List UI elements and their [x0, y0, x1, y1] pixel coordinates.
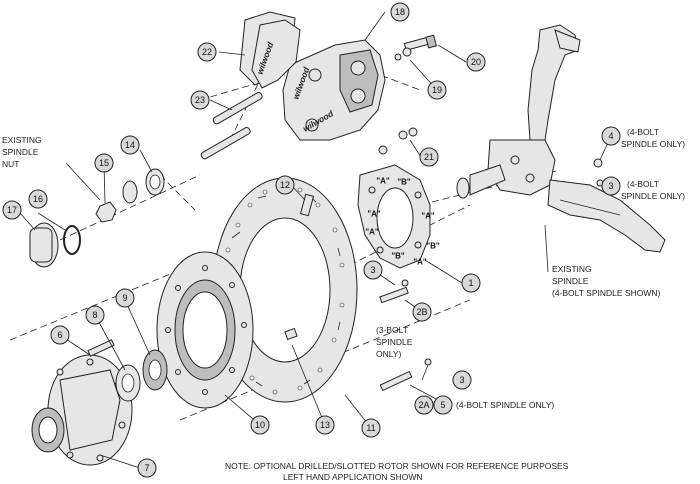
- label-four-bolt-spindle-a: (4-BOLT SPINDLE ONLY): [621, 127, 685, 149]
- svg-text:4: 4: [608, 131, 613, 141]
- svg-text:EXISTING: EXISTING: [552, 264, 592, 274]
- pad-retainer-clips: [200, 92, 263, 160]
- bracket-mark-a-1: "A": [376, 177, 390, 186]
- note-line-2: LEFT HAND APPLICATION SHOWN: [283, 472, 423, 482]
- callout-10: 10: [250, 415, 270, 435]
- brake-pads: wilwood: [239, 11, 301, 89]
- callout-11: 11: [361, 418, 381, 438]
- bracket-bolts: [284, 158, 604, 392]
- rotor-hat: [156, 251, 254, 409]
- bracket-mark-a-2: "A": [421, 212, 435, 221]
- svg-text:SPINDLE: SPINDLE: [552, 276, 589, 286]
- svg-text:7: 7: [144, 463, 149, 473]
- callout-15: 15: [94, 153, 114, 173]
- bracket-mark-a-3: "A": [367, 210, 381, 219]
- caliper-bolts: [378, 34, 438, 155]
- svg-text:2B: 2B: [416, 307, 427, 317]
- svg-text:(3-BOLT: (3-BOLT: [376, 325, 408, 335]
- callout-2a: 2A: [414, 395, 434, 415]
- hub-bearings: [87, 339, 168, 402]
- callout-18: 18: [390, 2, 410, 22]
- callout-1: 1: [461, 273, 481, 293]
- existing-spindle: [456, 24, 666, 253]
- callout-12: 12: [275, 175, 295, 195]
- bracket-mark-a-4: "A": [365, 228, 379, 237]
- callout-9: 9: [115, 288, 135, 308]
- callout-3-mid: 3: [363, 260, 383, 280]
- svg-text:8: 8: [92, 310, 97, 320]
- callout-2b: 2B: [412, 302, 432, 322]
- caliper-bracket: "A" "B" "A" "A" "A" "B" "B" "A": [357, 164, 440, 269]
- svg-text:11: 11: [366, 423, 375, 433]
- callout-19: 19: [427, 80, 447, 100]
- svg-text:EXISTING: EXISTING: [2, 135, 42, 145]
- svg-text:23: 23: [195, 95, 205, 105]
- svg-text:6: 6: [57, 330, 62, 340]
- callout-21: 21: [419, 147, 439, 167]
- svg-text:10: 10: [255, 420, 265, 430]
- bracket-mark-a-5: "A": [413, 258, 427, 267]
- callout-14: 14: [120, 135, 140, 155]
- svg-text:SPINDLE ONLY): SPINDLE ONLY): [621, 191, 685, 201]
- callout-3-low: 3: [452, 370, 472, 390]
- svg-text:16: 16: [33, 194, 43, 204]
- bracket-mark-b-2: "B": [426, 242, 440, 251]
- callout-6: 6: [50, 325, 70, 345]
- svg-text:(4-BOLT SPINDLE SHOWN): (4-BOLT SPINDLE SHOWN): [552, 288, 660, 298]
- bracket-mark-b-3: "B": [391, 252, 405, 261]
- callout-7: 7: [137, 458, 157, 478]
- svg-text:(4-BOLT: (4-BOLT: [627, 179, 659, 189]
- label-four-bolt-spindle-b: (4-BOLT SPINDLE ONLY): [621, 179, 685, 201]
- svg-text:3: 3: [608, 181, 613, 191]
- svg-text:SPINDLE ONLY): SPINDLE ONLY): [621, 139, 685, 149]
- svg-text:ONLY): ONLY): [376, 349, 402, 359]
- svg-text:SPINDLE: SPINDLE: [2, 147, 39, 157]
- callout-3-top: 3: [601, 176, 621, 196]
- label-three-bolt-spindle: (3-BOLT SPINDLE ONLY): [376, 325, 413, 359]
- label-existing-spindle-nut: EXISTING SPINDLE NUT: [2, 135, 42, 169]
- hub: [31, 354, 133, 466]
- callout-4: 4: [601, 126, 621, 146]
- svg-text:2A: 2A: [418, 400, 429, 410]
- callout-5: 5: [433, 395, 453, 415]
- svg-text:17: 17: [7, 205, 17, 215]
- callout-17: 17: [2, 200, 22, 220]
- callout-23: 23: [190, 90, 210, 110]
- callout-22: 22: [197, 42, 217, 62]
- svg-text:5: 5: [440, 400, 445, 410]
- caliper: wilwood wilwood: [282, 39, 386, 141]
- svg-text:20: 20: [471, 57, 481, 67]
- svg-text:3: 3: [459, 375, 464, 385]
- svg-text:13: 13: [320, 420, 330, 430]
- svg-text:3: 3: [370, 265, 375, 275]
- svg-text:9: 9: [122, 293, 127, 303]
- label-four-bolt-spindle-bottom: (4-BOLT SPINDLE ONLY): [456, 400, 554, 410]
- svg-text:(4-BOLT: (4-BOLT: [627, 127, 659, 137]
- callout-20: 20: [466, 52, 486, 72]
- bracket-mark-b-1: "B": [397, 178, 411, 187]
- svg-text:SPINDLE: SPINDLE: [376, 337, 413, 347]
- svg-text:1: 1: [468, 278, 473, 288]
- label-existing-spindle: EXISTING SPINDLE (4-BOLT SPINDLE SHOWN): [552, 264, 660, 298]
- svg-text:15: 15: [99, 158, 109, 168]
- svg-text:22: 22: [202, 47, 212, 57]
- callout-16: 16: [28, 189, 48, 209]
- svg-text:21: 21: [424, 152, 434, 162]
- callout-13: 13: [315, 415, 335, 435]
- note-line-1: NOTE: OPTIONAL DRILLED/SLOTTED ROTOR SHO…: [225, 461, 569, 471]
- callout-8: 8: [85, 305, 105, 325]
- svg-text:NUT: NUT: [2, 159, 19, 169]
- svg-text:14: 14: [125, 140, 135, 150]
- svg-text:19: 19: [432, 85, 442, 95]
- svg-text:12: 12: [280, 180, 290, 190]
- svg-text:18: 18: [395, 7, 405, 17]
- spindle-nut-parts: [29, 168, 165, 268]
